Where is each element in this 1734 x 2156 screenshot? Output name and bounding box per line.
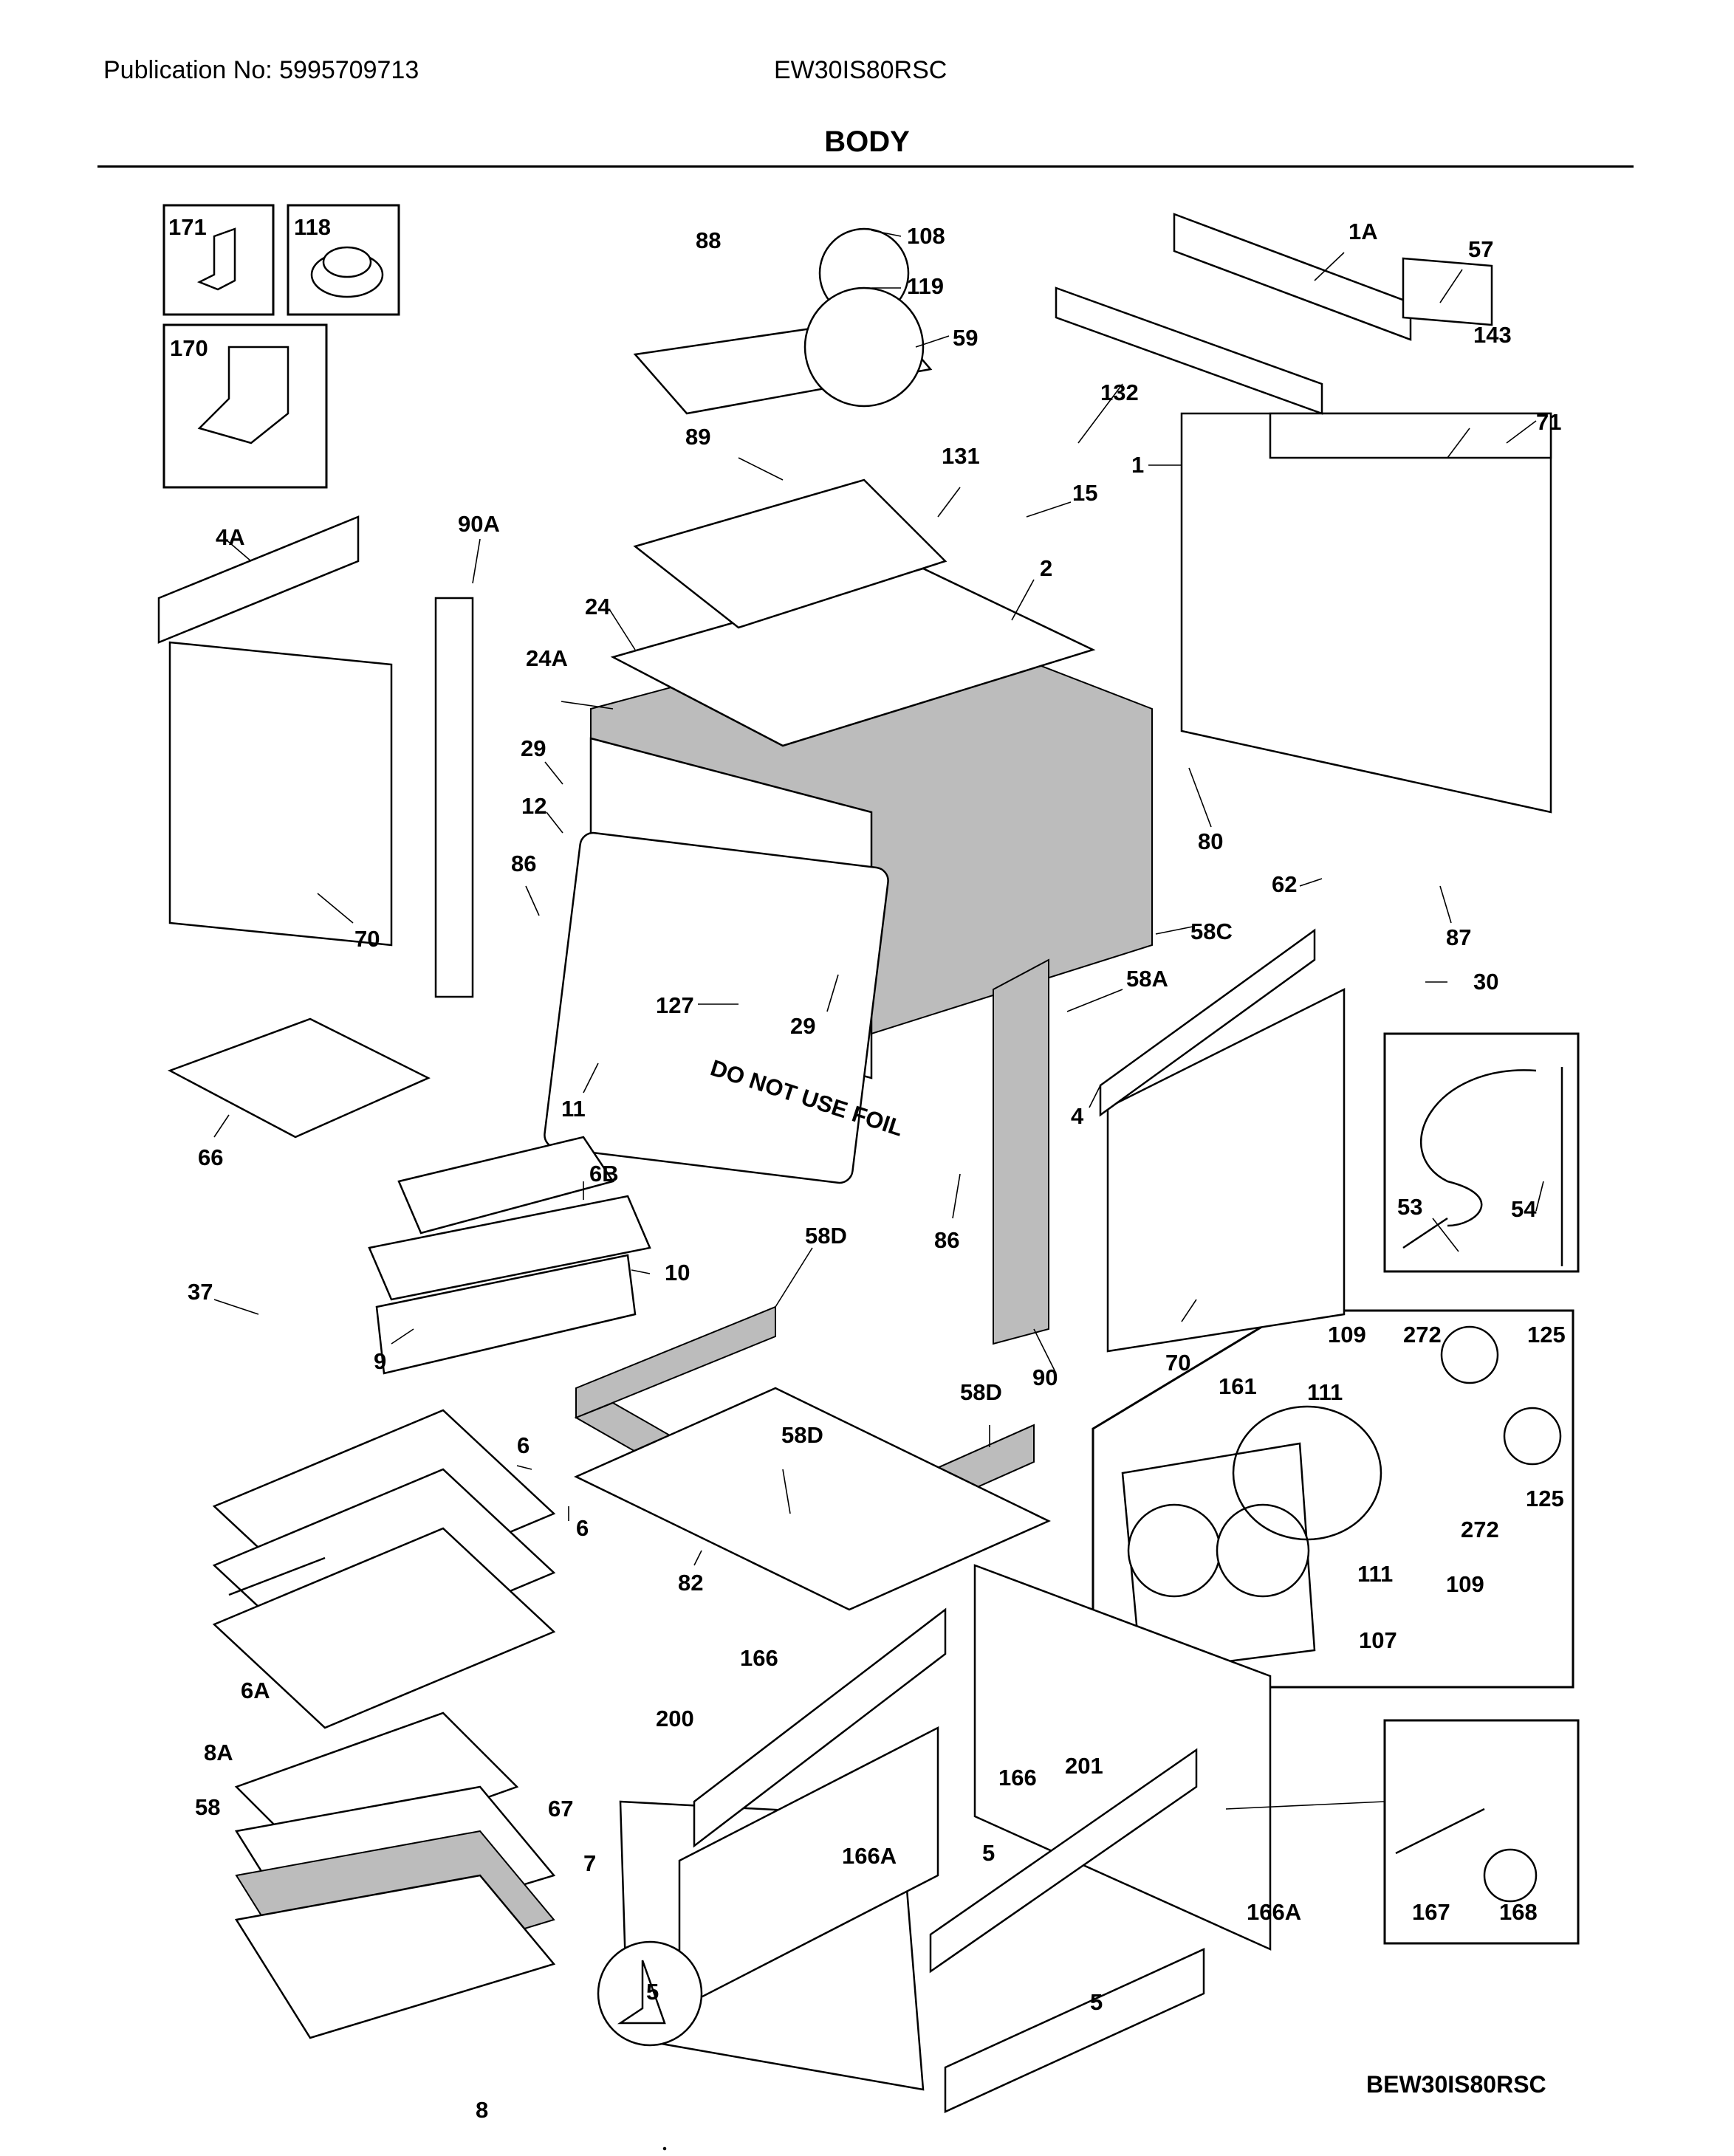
callout-111b: 111 [1357,1561,1393,1587]
racks-and-elements [167,1017,651,2039]
callout-272b: 272 [1461,1517,1499,1542]
callout-24A: 24A [526,645,568,671]
callouts: 171 118 170 88 108 119 59 89 131 132 1A … [168,214,1566,2123]
callout-11: 11 [561,1096,586,1122]
inset-171 [162,204,275,316]
callout-8A: 8A [204,1740,233,1765]
callout-171: 171 [168,214,207,240]
callout-70a: 70 [354,926,380,952]
callout-200: 200 [656,1706,694,1731]
callout-89: 89 [685,424,710,450]
callout-166b: 166 [998,1765,1037,1791]
callout-58Dc: 58D [781,1422,823,1448]
callout-58A: 58A [1126,966,1168,992]
inset-hinge-167-168 [1383,1719,1580,1945]
callout-58C: 58C [1190,919,1233,944]
callout-70b: 70 [1165,1350,1190,1376]
callout-10: 10 [665,1260,690,1285]
inset-170 [162,323,328,489]
callout-1A: 1A [1349,219,1378,244]
callout-143: 143 [1473,322,1512,348]
callout-6b: 6 [576,1515,589,1541]
side-panels [157,515,1346,1353]
callout-9: 9 [374,1348,386,1374]
callout-125b: 125 [1526,1486,1564,1511]
callout-88: 88 [696,227,721,253]
callout-4: 4 [1071,1103,1084,1129]
callout-6A: 6A [241,1678,270,1703]
callout-58Da: 58D [805,1223,847,1249]
callout-170: 170 [170,335,208,361]
callout-201: 201 [1065,1753,1103,1779]
callout-2: 2 [1040,555,1052,581]
callout-30: 30 [1473,969,1498,995]
callout-107: 107 [1359,1627,1397,1653]
callout-166a: 166 [740,1645,778,1671]
callout-109a: 109 [1328,1322,1366,1348]
callout-12: 12 [521,793,546,819]
callout-8: 8 [476,2097,488,2123]
callout-24: 24 [585,594,611,619]
callout-131: 131 [942,443,980,469]
callout-90: 90 [1032,1364,1058,1390]
leader-lines [213,230,1544,1810]
callout-168: 168 [1499,1899,1538,1925]
callout-58: 58 [195,1794,220,1820]
lower-frame-assembly [574,1305,1272,2151]
callout-29a: 29 [521,735,546,761]
callout-272a: 272 [1403,1322,1442,1348]
diagram-id: BEW30IS80RSC [1366,2071,1546,2098]
callout-4A: 4A [216,524,245,550]
callout-15: 15 [1072,480,1097,506]
callout-86a: 86 [511,851,536,876]
header-divider [97,165,1634,168]
oven-cavity-assembly [544,227,1153,1184]
callout-119: 119 [907,273,944,299]
callout-71: 71 [1536,409,1561,435]
callout-37: 37 [188,1279,213,1305]
callout-29b: 29 [790,1013,815,1039]
page-title: BODY [824,126,910,158]
callout-5c: 5 [1090,1989,1103,2015]
callout-6a: 6 [517,1432,530,1458]
callout-125a: 125 [1527,1322,1566,1348]
callout-132: 132 [1100,380,1139,405]
callout-66: 66 [198,1144,223,1170]
callout-80: 80 [1198,828,1223,854]
callout-161: 161 [1219,1373,1257,1399]
callout-166Aa: 166A [842,1843,897,1869]
inset-sensor-53-54 [1383,1032,1580,1273]
callout-6B: 6B [589,1161,619,1187]
callout-53: 53 [1397,1194,1422,1220]
callout-118: 118 [294,214,331,240]
callout-59: 59 [953,325,978,351]
callout-54: 54 [1511,1196,1537,1222]
callout-166Ab: 166A [1247,1899,1301,1925]
model-number: EW30IS80RSC [774,56,947,84]
callout-1: 1 [1131,452,1144,478]
inset-convection-fan [1092,1309,1574,1689]
callout-108: 108 [907,223,945,249]
callout-5a: 5 [982,1840,995,1866]
callout-90A: 90A [458,511,500,537]
callout-62: 62 [1272,871,1297,897]
callout-82: 82 [678,1570,703,1596]
callout-5b: 5 [646,1979,659,2005]
callout-111a: 111 [1307,1379,1343,1405]
callout-127: 127 [656,992,694,1018]
inset-118 [287,204,400,316]
callout-87: 87 [1446,924,1471,950]
callout-58Db: 58D [960,1379,1002,1405]
callout-86b: 86 [934,1227,959,1253]
callout-67: 67 [548,1796,573,1822]
publication-number: Publication No: 5995709713 [103,56,419,84]
callout-7: 7 [583,1850,596,1876]
rear-panel-assembly [1055,213,1552,814]
callout-167: 167 [1412,1899,1450,1925]
callout-57: 57 [1468,236,1493,262]
callout-109b: 109 [1446,1571,1484,1597]
